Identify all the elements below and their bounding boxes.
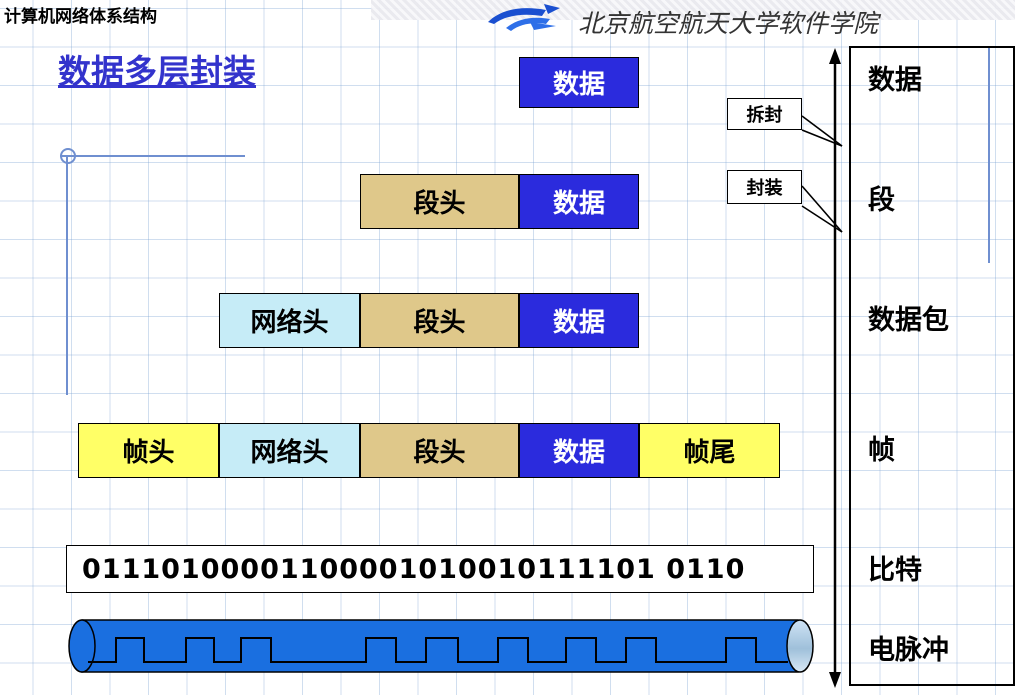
university-name: 北京航空航天大学软件学院 — [578, 9, 879, 38]
bit-string-box: 01110100001100001010010111101 0110 — [66, 545, 814, 593]
electrical-pulse-cable — [66, 618, 814, 674]
block-data-row1: 数据 — [519, 57, 639, 108]
layer-label-bit: 比特 — [868, 555, 922, 586]
block-frame-trailer-row4: 帧尾 — [639, 423, 780, 478]
block-segment-header-row2: 段头 — [360, 174, 519, 229]
layer-label-bracket — [849, 46, 1015, 686]
callout-decapsulation: 拆封 — [727, 98, 802, 130]
page-title: 数据多层封装 — [58, 52, 256, 91]
block-data-row3: 数据 — [519, 293, 639, 348]
block-network-header-row3: 网络头 — [219, 293, 360, 348]
block-segment-header-row4: 段头 — [360, 423, 519, 478]
layer-label-signal: 电脉冲 — [868, 635, 949, 666]
decor-circle — [60, 148, 76, 164]
layer-label-data: 数据 — [868, 65, 922, 96]
block-network-header-row4: 网络头 — [219, 423, 360, 478]
layer-label-packet: 数据包 — [868, 305, 949, 336]
block-data-row2: 数据 — [519, 174, 639, 229]
decor-line-right — [988, 48, 990, 263]
layer-label-segment: 段 — [868, 185, 895, 216]
block-frame-header-row4: 帧头 — [78, 423, 219, 478]
course-title: 计算机网络体系结构 — [4, 7, 157, 27]
decor-line-vertical — [66, 155, 68, 395]
callout-encapsulation: 封装 — [727, 170, 802, 204]
block-segment-header-row3: 段头 — [360, 293, 519, 348]
header-band — [371, 0, 1015, 20]
block-data-row4: 数据 — [519, 423, 639, 478]
decor-line-horizontal — [60, 155, 245, 157]
layer-label-frame: 帧 — [868, 435, 895, 466]
layer-label-bracket-right — [1009, 46, 1015, 686]
buaa-software-logo — [488, 4, 560, 31]
